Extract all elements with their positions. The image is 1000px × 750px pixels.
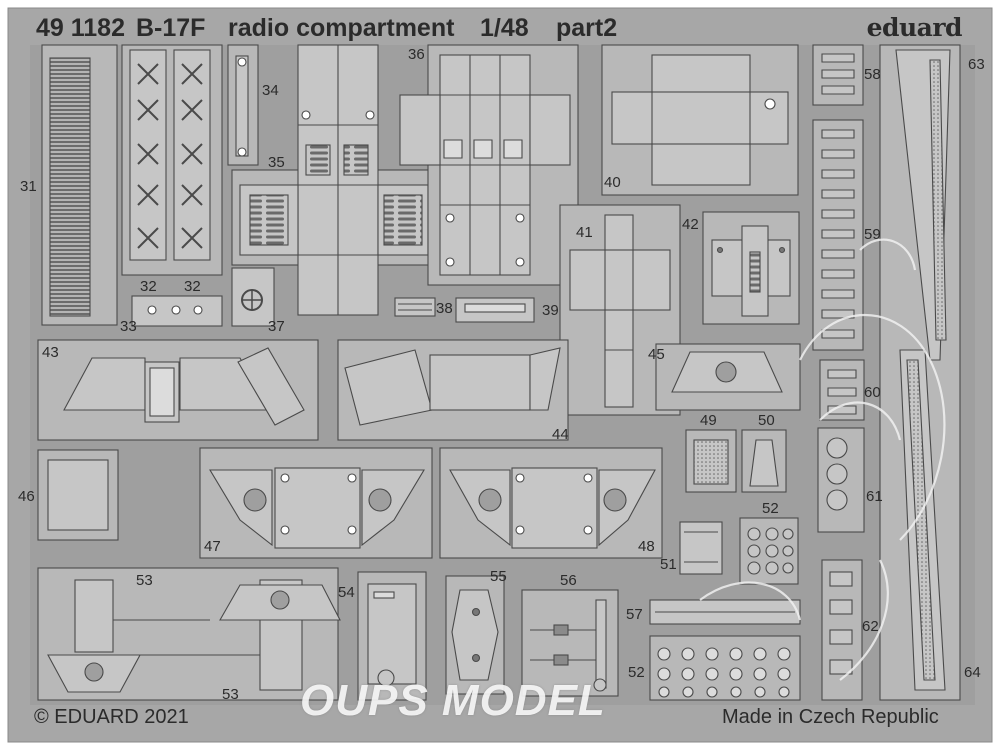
part-number-label: 59: [864, 226, 881, 243]
part-number-label: 34: [262, 82, 279, 99]
part-number-label: 45: [648, 346, 665, 363]
part-number-label: 33: [120, 318, 137, 335]
part-number-label: 54: [338, 584, 355, 601]
watermark-artwork: [699, 238, 946, 681]
part-number-label: 32: [184, 278, 201, 295]
part-number-label: 63: [968, 56, 985, 73]
part-number-label: 60: [864, 384, 881, 401]
part-number-label: 58: [864, 66, 881, 83]
part-number-label: 40: [604, 174, 621, 191]
part-number-label: 32: [140, 278, 157, 295]
part-31-coil: [49, 57, 91, 317]
part-number-label: 48: [638, 538, 655, 555]
part-number-label: 52: [762, 500, 779, 517]
part-number-label: 41: [576, 224, 593, 241]
part-38: [394, 297, 436, 317]
part-number-label: 53: [136, 572, 153, 589]
brand-logo: eduard: [866, 13, 963, 42]
part-number-label: 64: [964, 664, 981, 681]
part-label: part2: [556, 14, 618, 42]
part-number-label: 37: [268, 318, 285, 335]
scale-label: 1/48: [480, 14, 529, 42]
part-number-label: 55: [490, 568, 507, 585]
part-number-label: 62: [862, 618, 879, 635]
part-number-label: 53: [222, 686, 239, 703]
part-number-label: 56: [560, 572, 577, 589]
part-number-label: 50: [758, 412, 775, 429]
copyright-text: © EDUARD 2021: [34, 706, 189, 728]
origin-text: Made in Czech Republic: [722, 706, 939, 728]
part-number-label: 35: [268, 154, 285, 171]
subject-title: radio compartment: [228, 14, 455, 42]
kit-code: 49 1182: [36, 14, 125, 42]
aircraft-model: B-17F: [136, 14, 206, 42]
part-37: [231, 267, 275, 327]
part-52-lower: [649, 635, 801, 701]
part-number-label: 31: [20, 178, 37, 195]
part-number-label: 42: [682, 216, 699, 233]
part-number-label: 61: [866, 488, 883, 505]
part-number-label: 51: [660, 556, 677, 573]
part-number-label: 36: [408, 46, 425, 63]
part-number-label: 46: [18, 488, 35, 505]
part-number-label: 52: [628, 664, 645, 681]
part-number-label: 44: [552, 426, 569, 443]
part-number-label: 49: [700, 412, 717, 429]
part-number-label: 39: [542, 302, 559, 319]
part-number-label: 57: [626, 606, 643, 623]
part-51: [679, 521, 723, 575]
part-number-label: 43: [42, 344, 59, 361]
watermark-text: OUPS MODEL: [300, 676, 606, 725]
part-number-label: 47: [204, 538, 221, 555]
part-number-label: 38: [436, 300, 453, 317]
